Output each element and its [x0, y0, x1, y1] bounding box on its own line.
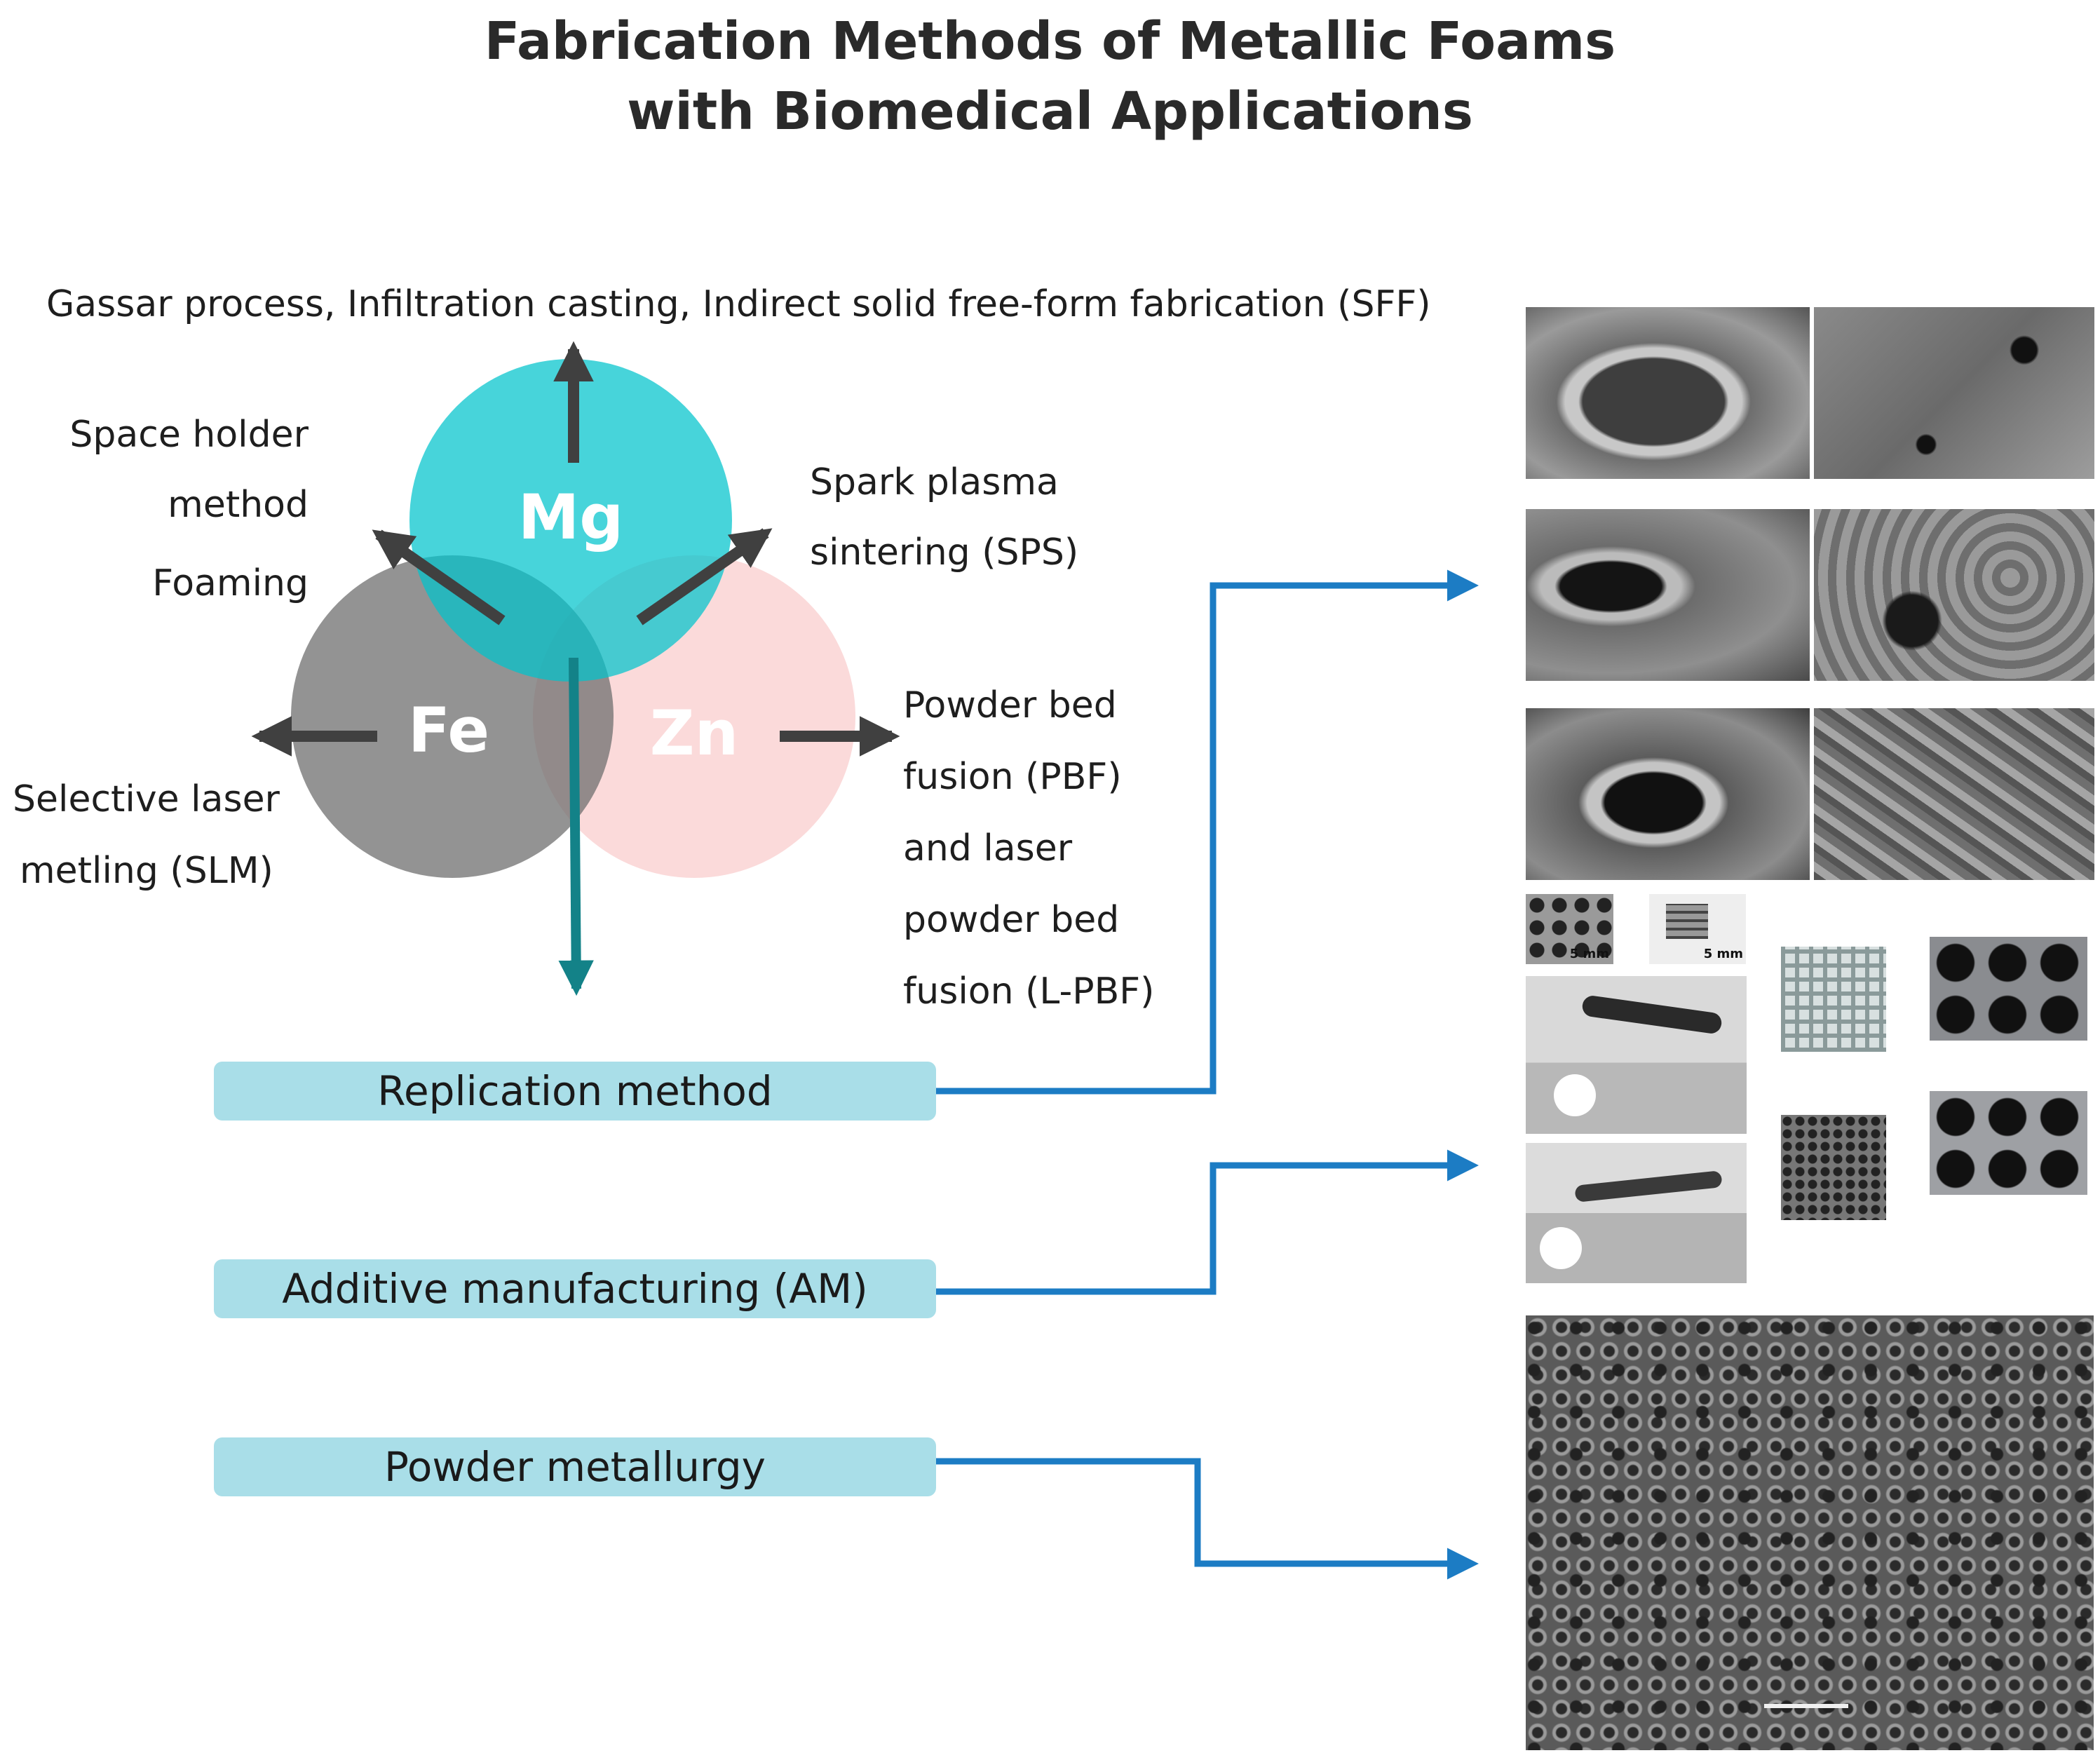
label-space-holder-2: method: [168, 484, 309, 526]
replication-method-box: Replication method: [214, 1062, 936, 1121]
connector-replication: [936, 569, 1479, 1095]
sem-image-row1-left: [1526, 307, 1810, 479]
bone-implant-2: [1574, 1170, 1723, 1203]
sem-image-row1-right: [1814, 307, 2094, 479]
label-pbf-5: fusion (L-PBF): [903, 970, 1155, 1013]
mg-circle: [409, 359, 732, 682]
bone-implant-1: [1580, 994, 1723, 1035]
fe-label: Fe: [408, 694, 489, 766]
label-pbf-3: and laser: [903, 827, 1073, 869]
powder-metallurgy-box: Powder metallurgy: [214, 1437, 936, 1496]
label-slm-1: Selective laser: [13, 778, 280, 820]
arrow-upper-left: [372, 529, 506, 625]
zn-label: Zn: [650, 697, 738, 769]
sem-image-row2-left: [1526, 509, 1810, 681]
sem-image-row3-left: [1526, 708, 1810, 880]
bone-implant-photo-1: [1526, 976, 1747, 1134]
label-sps-1: Spark plasma: [810, 461, 1059, 503]
label-foaming: Foaming: [152, 562, 309, 604]
figure-title-line-1: Fabrication Methods of Metallic Foams: [484, 11, 1616, 72]
additive-manufacturing-box: Additive manufacturing (AM): [214, 1259, 936, 1318]
label-pbf-1: Powder bed: [903, 684, 1117, 726]
arrow-down: [558, 657, 594, 996]
pore-micrograph-square: [1930, 937, 2087, 1041]
scale-label-b: 5 mm: [1703, 947, 1743, 961]
scale-bar: [1764, 1704, 1848, 1708]
connector-additive: [936, 1149, 1479, 1295]
mg-label: Mg: [518, 481, 624, 553]
label-slm-2: metling (SLM): [20, 850, 273, 892]
arrow-upper-right: [636, 528, 773, 625]
sem-image-row2-right: [1814, 509, 2094, 681]
sem-image-powder-metallurgy: [1526, 1315, 2094, 1750]
bone-implant-photo-2: [1526, 1143, 1747, 1283]
sem-image-row3-right: [1814, 708, 2094, 880]
label-space-holder-1: Space holder: [69, 414, 309, 456]
label-pbf-2: fusion (PBF): [903, 756, 1122, 798]
lattice-cube-2-grid: [1781, 1115, 1886, 1220]
ruler-hole-1: [1554, 1074, 1596, 1116]
lattice-cube-2: [1767, 1101, 1900, 1234]
lattice-cube-1: [1767, 933, 1900, 1066]
label-sps-2: sintering (SPS): [810, 532, 1079, 574]
figure-title-line-2: with Biomedical Applications: [627, 81, 1473, 142]
ruler-hole-2: [1540, 1227, 1582, 1269]
scaffold-sample-a: 5 mm: [1526, 894, 1613, 964]
scaffold-b-lattice: [1666, 904, 1708, 939]
pore-micrograph-round: [1930, 1091, 2087, 1195]
label-top-methods: Gassar process, Infiltration casting, In…: [46, 283, 1431, 325]
label-pbf-4: powder bed: [903, 899, 1120, 941]
connector-powder: [919, 1458, 1479, 1580]
scaffold-sample-b: 5 mm: [1649, 894, 1746, 964]
scale-label-a: 5 mm: [1569, 947, 1609, 961]
lattice-cube-1-grid: [1781, 947, 1886, 1052]
